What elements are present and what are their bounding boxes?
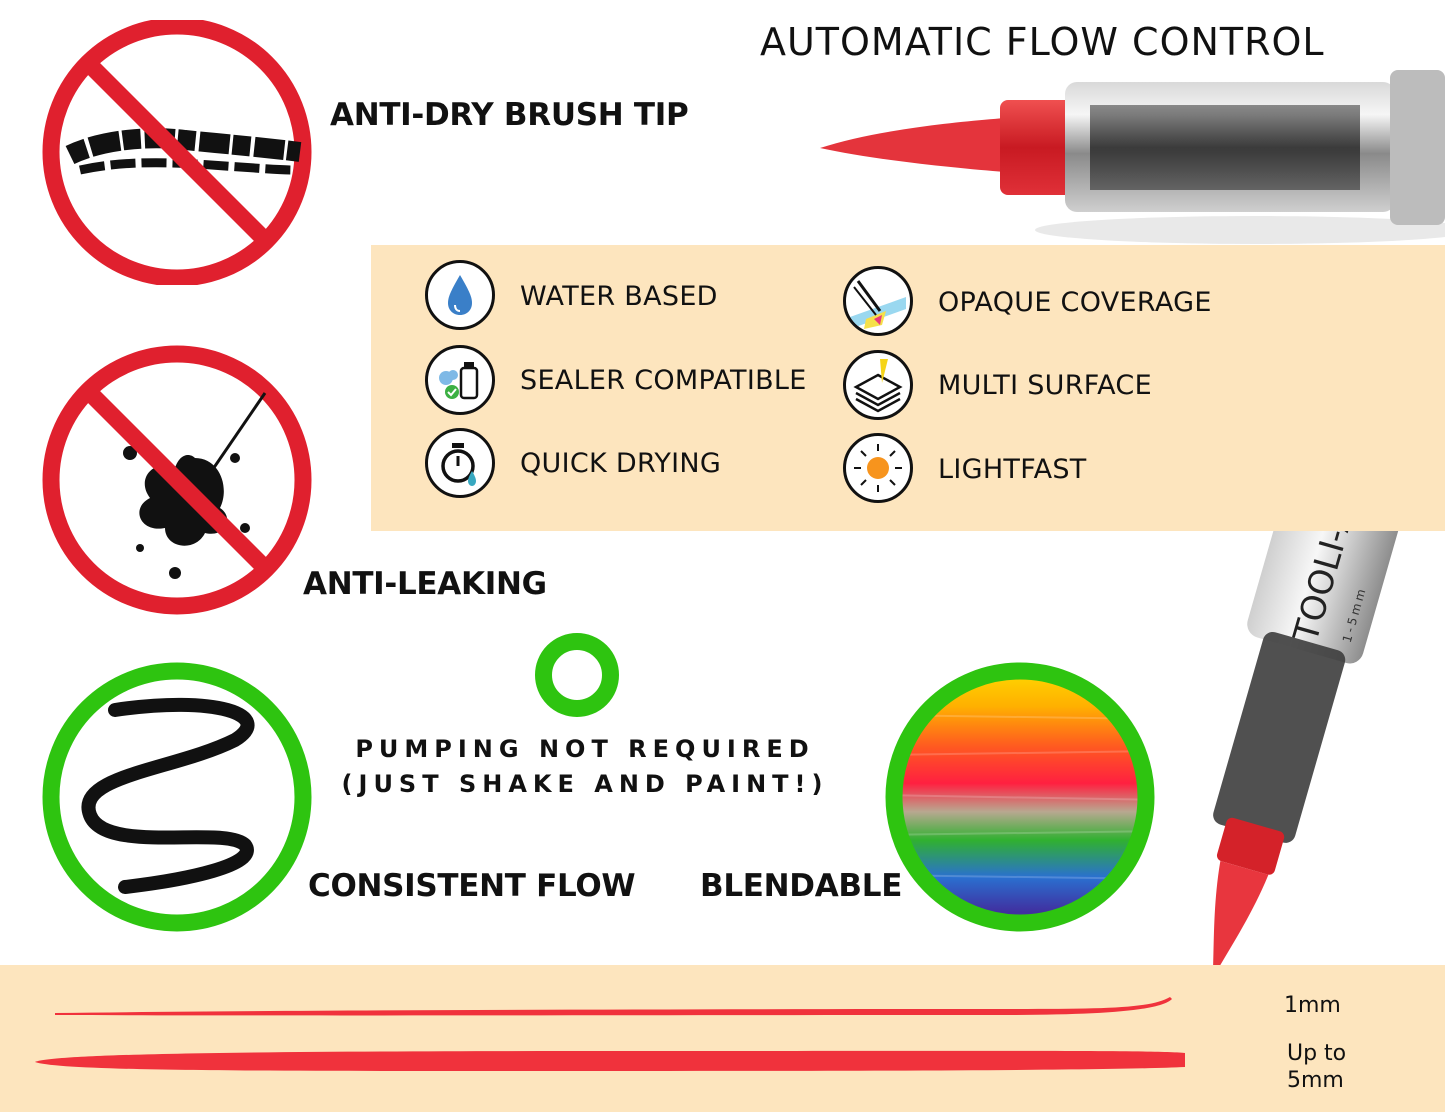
blendable-rainbow-icon: [885, 662, 1155, 932]
anti-dry-label: ANTI-DRY BRUSH TIP: [330, 97, 689, 133]
thin-stroke-size: 1mm: [1284, 993, 1341, 1018]
pumping-line-1: PUMPING NOT REQUIRED: [355, 735, 815, 763]
pumping-ring-icon: [535, 633, 619, 717]
stroke-samples: [35, 997, 1185, 1071]
layers-icon: [843, 350, 913, 420]
pen-horizontal-image: [820, 70, 1445, 244]
sealer-bottle-icon: [425, 345, 495, 415]
feature-multi-surface: MULTI SURFACE: [938, 370, 1152, 401]
sun-icon: [843, 433, 913, 503]
consistent-flow-check-icon: [42, 662, 312, 932]
water-drop-icon: [425, 260, 495, 330]
feature-water-based: WATER BASED: [520, 281, 718, 312]
stopwatch-icon: [425, 428, 495, 498]
consistent-flow-label: CONSISTENT FLOW: [308, 868, 636, 904]
pumping-note: PUMPING NOT REQUIRED (JUST SHAKE AND PAI…: [300, 732, 870, 802]
opaque-stroke-icon: [843, 266, 913, 336]
feature-lightfast: LIGHTFAST: [938, 454, 1087, 485]
page-title: AUTOMATIC FLOW CONTROL: [760, 20, 1325, 64]
thick-stroke-size-line1: Up to: [1287, 1041, 1347, 1066]
stroke-sample-band: [0, 965, 1445, 1112]
feature-quick-drying: QUICK DRYING: [520, 448, 722, 479]
feature-sealer-compatible: SEALER COMPATIBLE: [520, 365, 807, 396]
feature-opaque-coverage: OPAQUE COVERAGE: [938, 287, 1212, 318]
pumping-line-2: (JUST SHAKE AND PAINT!): [341, 770, 829, 798]
anti-dry-prohibit-icon: [42, 20, 312, 285]
thick-stroke-size-line2: 5mm: [1287, 1068, 1344, 1093]
anti-leak-label: ANTI-LEAKING: [303, 566, 547, 602]
blendable-label: BLENDABLE: [700, 868, 903, 904]
anti-leak-prohibit-icon: [42, 345, 312, 615]
